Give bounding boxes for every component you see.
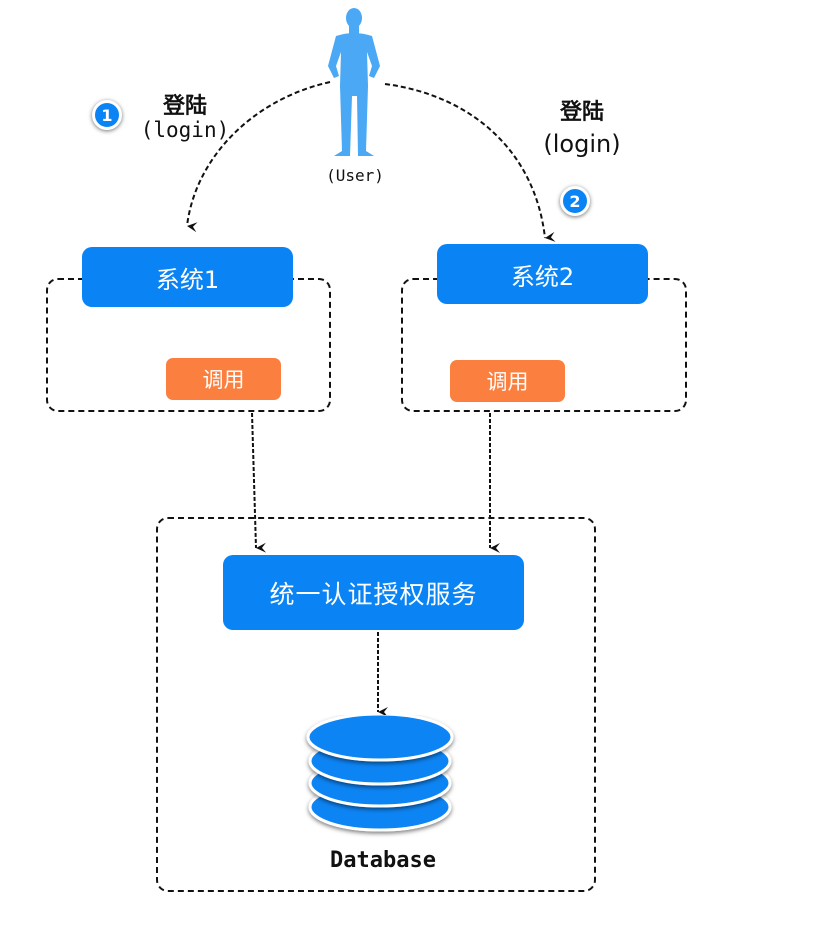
auth-service-box[interactable]: 统一认证授权服务 bbox=[223, 555, 524, 630]
login-left-title: 登陆 bbox=[162, 94, 207, 119]
database-label: Database bbox=[330, 848, 436, 873]
login-arrow-left bbox=[186, 81, 331, 233]
auth-group bbox=[156, 517, 596, 892]
system2-box[interactable]: 系统2 bbox=[437, 244, 648, 304]
step-badge-1: 1 bbox=[92, 100, 122, 130]
system1-box[interactable]: 系统1 bbox=[82, 247, 293, 307]
database-icon bbox=[306, 715, 454, 832]
system2-call-box[interactable]: 调用 bbox=[450, 360, 565, 402]
login-right-title: 登陆 bbox=[559, 100, 604, 125]
call-arrow-system1 bbox=[251, 412, 267, 553]
system1-call-box[interactable]: 调用 bbox=[166, 358, 281, 400]
user-label: (User) bbox=[326, 166, 384, 185]
login-left-subtitle: (login) bbox=[140, 118, 230, 142]
login-arrow-right bbox=[384, 83, 556, 242]
login-right-subtitle: (login) bbox=[543, 130, 621, 158]
step-badge-2: 2 bbox=[560, 186, 590, 216]
user-icon bbox=[328, 8, 380, 156]
